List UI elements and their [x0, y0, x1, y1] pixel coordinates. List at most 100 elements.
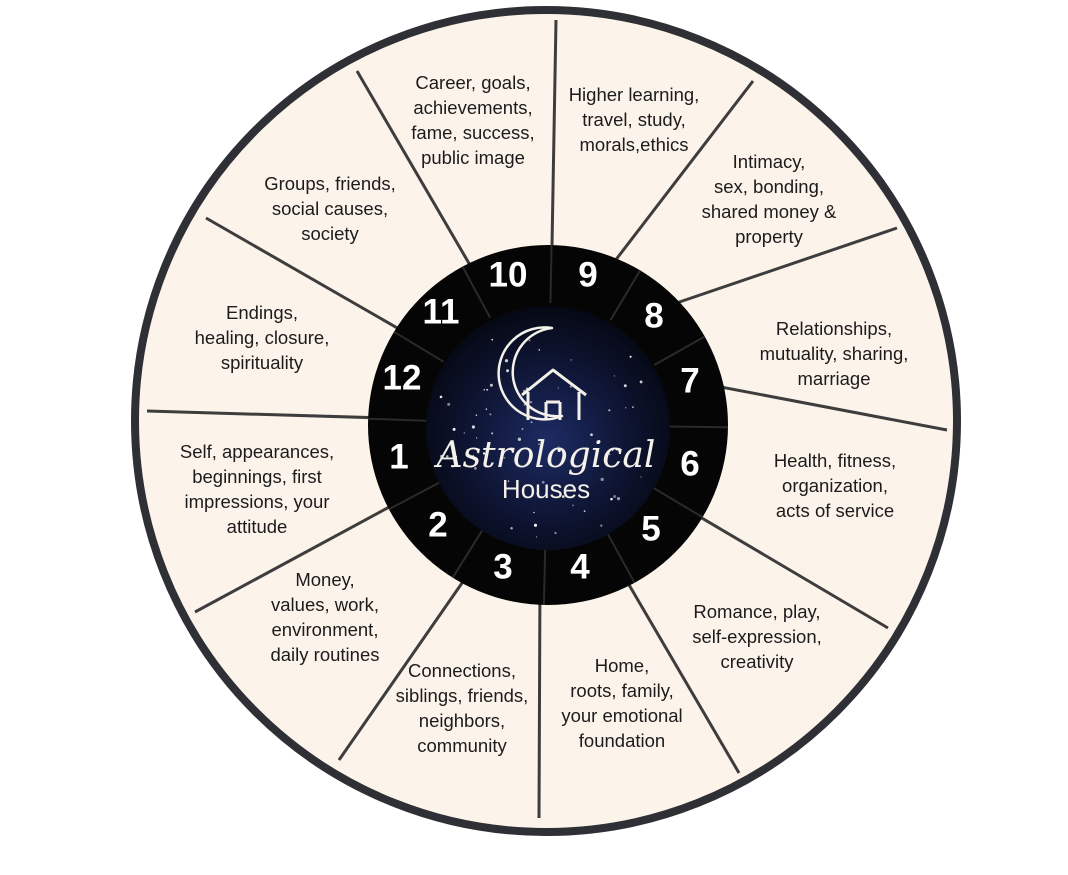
star [507, 480, 510, 482]
star [474, 467, 477, 470]
star [485, 408, 488, 410]
house-number-8: 8 [644, 297, 663, 336]
house-8-description: Intimacy,sex, bonding,shared money &prop… [702, 151, 837, 247]
house-number-11: 11 [423, 293, 460, 332]
house-2-description-line: Money, [295, 569, 354, 590]
star [504, 359, 509, 363]
star [521, 428, 524, 430]
house-1-description-line: impressions, your [185, 491, 330, 512]
house-9-description: Higher learning,travel, study,morals,eth… [569, 84, 700, 155]
house-8-description-line: sex, bonding, [714, 176, 824, 197]
house-2-description-line: daily routines [270, 644, 379, 665]
house-3-description-line: neighbors, [419, 710, 505, 731]
star [535, 536, 538, 538]
number-separator [388, 481, 441, 511]
star [590, 433, 593, 437]
house-6-description: Health, fitness, organization, acts of ser… [774, 450, 896, 521]
house-10-description-line: fame, success, [411, 122, 534, 143]
star [533, 511, 535, 514]
house-1-description-line: Self, appearances, [180, 441, 334, 462]
segment-divider [355, 70, 490, 297]
star [616, 497, 621, 501]
house-4-description-line: Home, [595, 655, 650, 676]
star [533, 523, 538, 527]
house-8-description-line: shared money & [702, 201, 837, 222]
segment-divider [606, 80, 755, 271]
center-disk [426, 306, 670, 550]
star [570, 359, 572, 361]
segment-divider [649, 226, 898, 314]
house-number-3: 3 [493, 548, 512, 587]
star [561, 495, 565, 498]
number-separator [542, 546, 547, 605]
star [572, 504, 575, 507]
star [557, 387, 560, 389]
house-3-description: Connections,siblings, friends,neighbors,… [396, 660, 529, 756]
number-separator [368, 417, 427, 422]
segment-divider [537, 575, 542, 819]
house-2-description-line: values, work, [271, 594, 379, 615]
star [506, 369, 510, 373]
star [491, 338, 494, 341]
star [615, 447, 619, 451]
title-subtitle: Houses [502, 474, 590, 504]
house-9-description-line: travel, study, [582, 109, 686, 130]
house-8-description-line: Intimacy, [733, 151, 806, 172]
house-9-description-line: morals,ethics [580, 134, 689, 155]
star [600, 477, 604, 482]
star [613, 375, 616, 377]
house-7-description-line: mutuality, sharing, [760, 343, 909, 364]
house-6-description-line: acts of service [776, 500, 894, 521]
star [625, 407, 627, 409]
star [610, 497, 613, 501]
house-5-description-line: Romance, play, [693, 601, 820, 622]
house-number-9: 9 [578, 256, 597, 295]
house-2-description: Money,values, work,environment,daily rou… [270, 569, 379, 665]
star [489, 413, 492, 416]
moon-house-icon [497, 326, 587, 421]
star [600, 524, 603, 527]
center-stars [439, 338, 643, 538]
house-11-description-line: society [301, 223, 359, 244]
number-separator [653, 335, 706, 366]
house-12-description-line: spirituality [221, 352, 304, 373]
star [541, 480, 545, 484]
house-5-description-line: creativity [721, 651, 795, 672]
house-10-description-line: Career, goals, [415, 72, 530, 93]
star [486, 388, 489, 391]
house-number-1: 1 [389, 438, 408, 477]
house-1-description-line: attitude [227, 516, 288, 537]
star [571, 484, 573, 486]
star [447, 402, 451, 406]
number-ring-separators [368, 245, 728, 605]
star [446, 455, 449, 458]
star [475, 437, 478, 439]
star [613, 494, 617, 499]
house-4-description-line: your emotional [561, 705, 682, 726]
star [557, 448, 561, 453]
house-number-2: 2 [428, 506, 447, 545]
house-7-description-line: marriage [798, 368, 871, 389]
star [510, 527, 513, 530]
star [608, 409, 611, 412]
house-6-description-line: organization, [782, 475, 888, 496]
title-script: Astrological [434, 435, 656, 476]
star [463, 432, 466, 434]
house-7-description-line: Relationships, [776, 318, 892, 339]
segment-divider [337, 559, 480, 761]
star [466, 449, 470, 453]
star [538, 349, 541, 351]
number-separator [609, 269, 642, 321]
house-11-description: Groups, friends,social causes,society [264, 173, 396, 244]
star [451, 465, 454, 468]
number-separator [605, 531, 636, 584]
house-7-description: Relationships, mutuality, sharing, marriag… [760, 318, 909, 389]
house-number-7: 7 [680, 362, 699, 401]
star [489, 383, 493, 387]
star [569, 385, 572, 388]
house-12-description-line: Endings, [226, 302, 298, 323]
house-6-description-line: Health, fitness, [774, 450, 896, 471]
